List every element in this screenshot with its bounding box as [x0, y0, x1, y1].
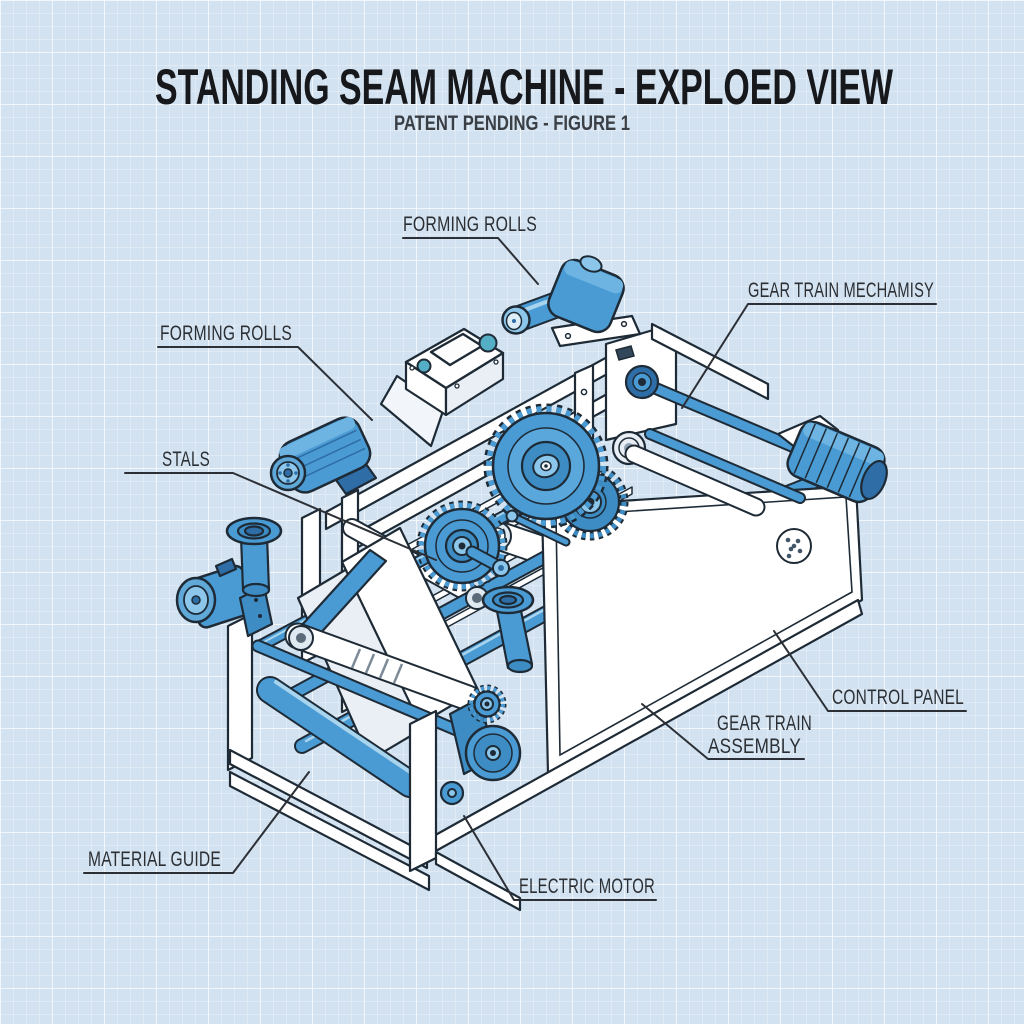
material-guide-frame: [228, 622, 522, 912]
label-forming-rolls-top: FORMING ROLLS: [403, 213, 537, 236]
label-control-panel: CONTROL PANEL: [832, 686, 964, 709]
label-gear-train-mechanism: GEAR TRAIN MECHAMISY: [748, 279, 934, 302]
material-guide-left-post: [226, 612, 254, 772]
motor-fins: [793, 423, 872, 498]
leader-seals: [124, 472, 437, 561]
label-gear-train-assembly-line1: GEAR TRAIN: [717, 712, 812, 735]
label-seals: STALS: [162, 448, 210, 471]
leader-forming-rolls-top: [402, 237, 539, 285]
diagram-subtitle: PATENT PENDING - FIGURE 1: [394, 112, 630, 135]
leader-gear-train-mechanism: [681, 303, 937, 409]
gear-cluster: [416, 403, 629, 610]
finned-drive-motor: [776, 414, 888, 504]
leader-forming-rolls-left: [157, 346, 373, 421]
machine-illustration: [175, 255, 888, 912]
large-gear: [483, 403, 609, 529]
diagram-title: STANDING SEAM MACHINE - EXPLOED VIEW: [155, 59, 894, 115]
medium-gear: [416, 500, 510, 592]
label-forming-rolls-left: FORMING ROLLS: [160, 322, 292, 345]
material-guide-right-post: [408, 709, 438, 873]
top-motor: [501, 255, 642, 348]
flanged-bushing-left: [225, 516, 283, 598]
label-material-guide: MATERIAL GUIDE: [88, 848, 221, 871]
leader-gear-train-assembly: [641, 703, 805, 760]
label-electric-motor: ELECTRIC MOTOR: [519, 875, 655, 898]
drive-pulley-cluster: [439, 684, 522, 806]
control-box-button-small: [416, 358, 432, 374]
small-gearbox-motor: [175, 557, 274, 638]
label-gear-train-assembly-line2: ASSEMBLY: [708, 735, 801, 758]
leader-control-panel: [773, 630, 967, 712]
flanged-bushing-bed: [481, 585, 535, 674]
control-box-button-large: [478, 333, 498, 353]
leader-electric-motor: [463, 815, 657, 901]
part-labels: FORMING ROLLS GEAR TRAIN MECHAMISY FORMI…: [88, 213, 964, 898]
panel-vent-grille: [776, 528, 812, 564]
left-motor: [269, 416, 378, 496]
leader-lines: [83, 237, 967, 901]
control-box: [379, 327, 505, 448]
leader-material-guide: [83, 771, 310, 874]
